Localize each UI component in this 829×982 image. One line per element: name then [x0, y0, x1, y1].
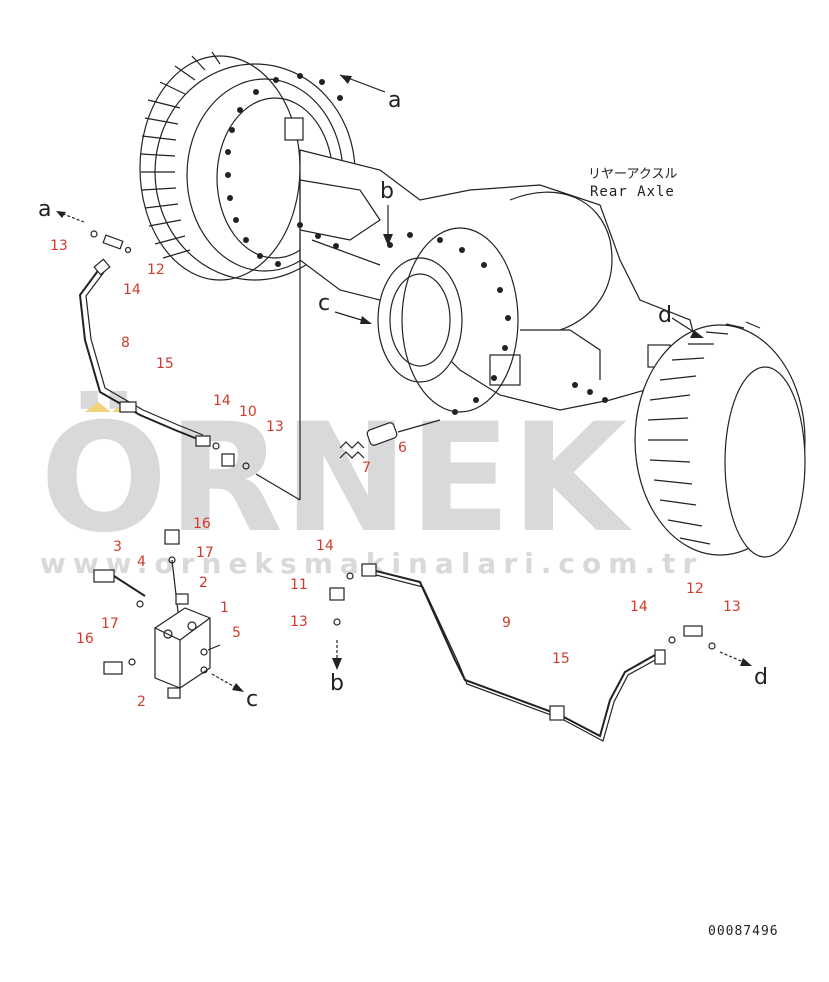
callout-14: 14: [213, 393, 231, 409]
callout-16: 16: [193, 516, 211, 532]
callout-11: 11: [290, 577, 308, 593]
callout-14: 14: [123, 282, 141, 298]
callout-8: 8: [121, 335, 130, 351]
label-a-left: a: [38, 197, 51, 222]
differential-flange: [377, 257, 463, 383]
watermark-brand: ÖRNEK: [40, 390, 632, 566]
callout-15: 15: [156, 356, 174, 372]
spring-and-plug: [339, 422, 398, 459]
left-brake-pipe: [78, 230, 250, 470]
drawing-number: 00087496: [708, 924, 779, 939]
callout-numbers: 13 12 14 8 15 14 10 13 7 6 16 3 17 4 2 1…: [50, 238, 741, 710]
callout-17: 17: [101, 616, 119, 632]
reference-arrows: a b c d a b c d: [38, 74, 768, 712]
label-a-top: a: [388, 88, 401, 113]
callout-14: 14: [630, 599, 648, 615]
callout-1: 1: [220, 600, 229, 616]
label-d-top: d: [658, 303, 672, 328]
callout-13: 13: [723, 599, 741, 615]
callout-7: 7: [362, 460, 371, 476]
label-b-bottom: b: [330, 671, 344, 696]
callout-14: 14: [316, 538, 334, 554]
watermark-accent: [85, 402, 111, 412]
callout-4: 4: [137, 554, 146, 570]
callout-15: 15: [552, 651, 570, 667]
callout-12: 12: [147, 262, 165, 278]
callout-16: 16: [76, 631, 94, 647]
callout-9: 9: [502, 615, 511, 631]
callout-3: 3: [113, 539, 122, 555]
center-brake-pipe: [329, 563, 716, 742]
leader-lines: [255, 232, 441, 501]
callout-10: 10: [239, 404, 257, 420]
callout-13: 13: [290, 614, 308, 630]
callout-17: 17: [196, 545, 214, 561]
title-jp: リヤーアクスル: [588, 167, 677, 182]
label-c-top: c: [318, 291, 330, 316]
label-c-bottom: c: [246, 687, 258, 712]
axle-housing: [297, 149, 701, 415]
assembly-title: リヤーアクスル Rear Axle: [588, 167, 677, 200]
right-wheel-hub: [634, 321, 806, 558]
callout-6: 6: [398, 440, 407, 456]
label-d-bottom: d: [754, 665, 768, 690]
label-b-top: b: [380, 179, 394, 204]
brake-valve-block: [93, 529, 221, 699]
callout-13: 13: [266, 419, 284, 435]
callout-12: 12: [686, 581, 704, 597]
callout-13: 13: [50, 238, 68, 254]
callout-2: 2: [137, 694, 146, 710]
title-en: Rear Axle: [590, 184, 675, 200]
watermark: ÖRNEK www.orneksmakinalari.com.tr: [40, 390, 696, 580]
callout-5: 5: [232, 625, 241, 641]
callout-2: 2: [199, 575, 208, 591]
